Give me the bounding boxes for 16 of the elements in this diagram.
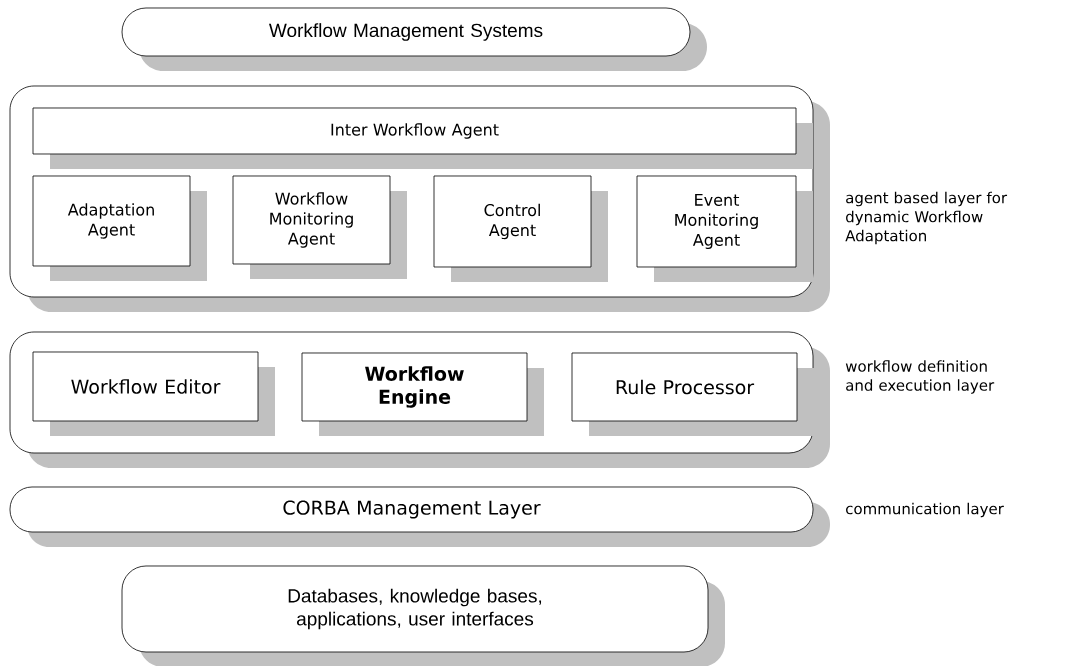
layer-caption: communication layer	[846, 502, 1004, 518]
layer-banner: Databases, knowledge bases, applications, user interfaces	[121, 565, 725, 666]
layer-caption: workflow definition and execution layer	[845, 360, 995, 394]
layer-caption: agent based layer for dynamic Workflow Adaptation	[845, 191, 1008, 245]
agent-box: Inter Workflow Agent	[32, 107, 813, 169]
layer-banner: CORBA Management Layer	[9, 486, 830, 547]
node-label: Event Monitoring Agent	[675, 194, 758, 249]
layer-banner: Workflow Management Systems	[121, 7, 707, 71]
component-box: Workflow Engine	[301, 352, 544, 436]
agent-box: Adaptation Agent	[32, 175, 207, 281]
node-label: Inter Workflow Agent	[331, 123, 499, 139]
agent-box: Event Monitoring Agent	[636, 175, 813, 282]
agent-box: Control Agent	[433, 175, 608, 282]
agent-box: Workflow Monitoring Agent	[232, 175, 407, 279]
component-box: Rule Processor	[571, 352, 814, 436]
component-box: Workflow Editor	[32, 351, 275, 436]
